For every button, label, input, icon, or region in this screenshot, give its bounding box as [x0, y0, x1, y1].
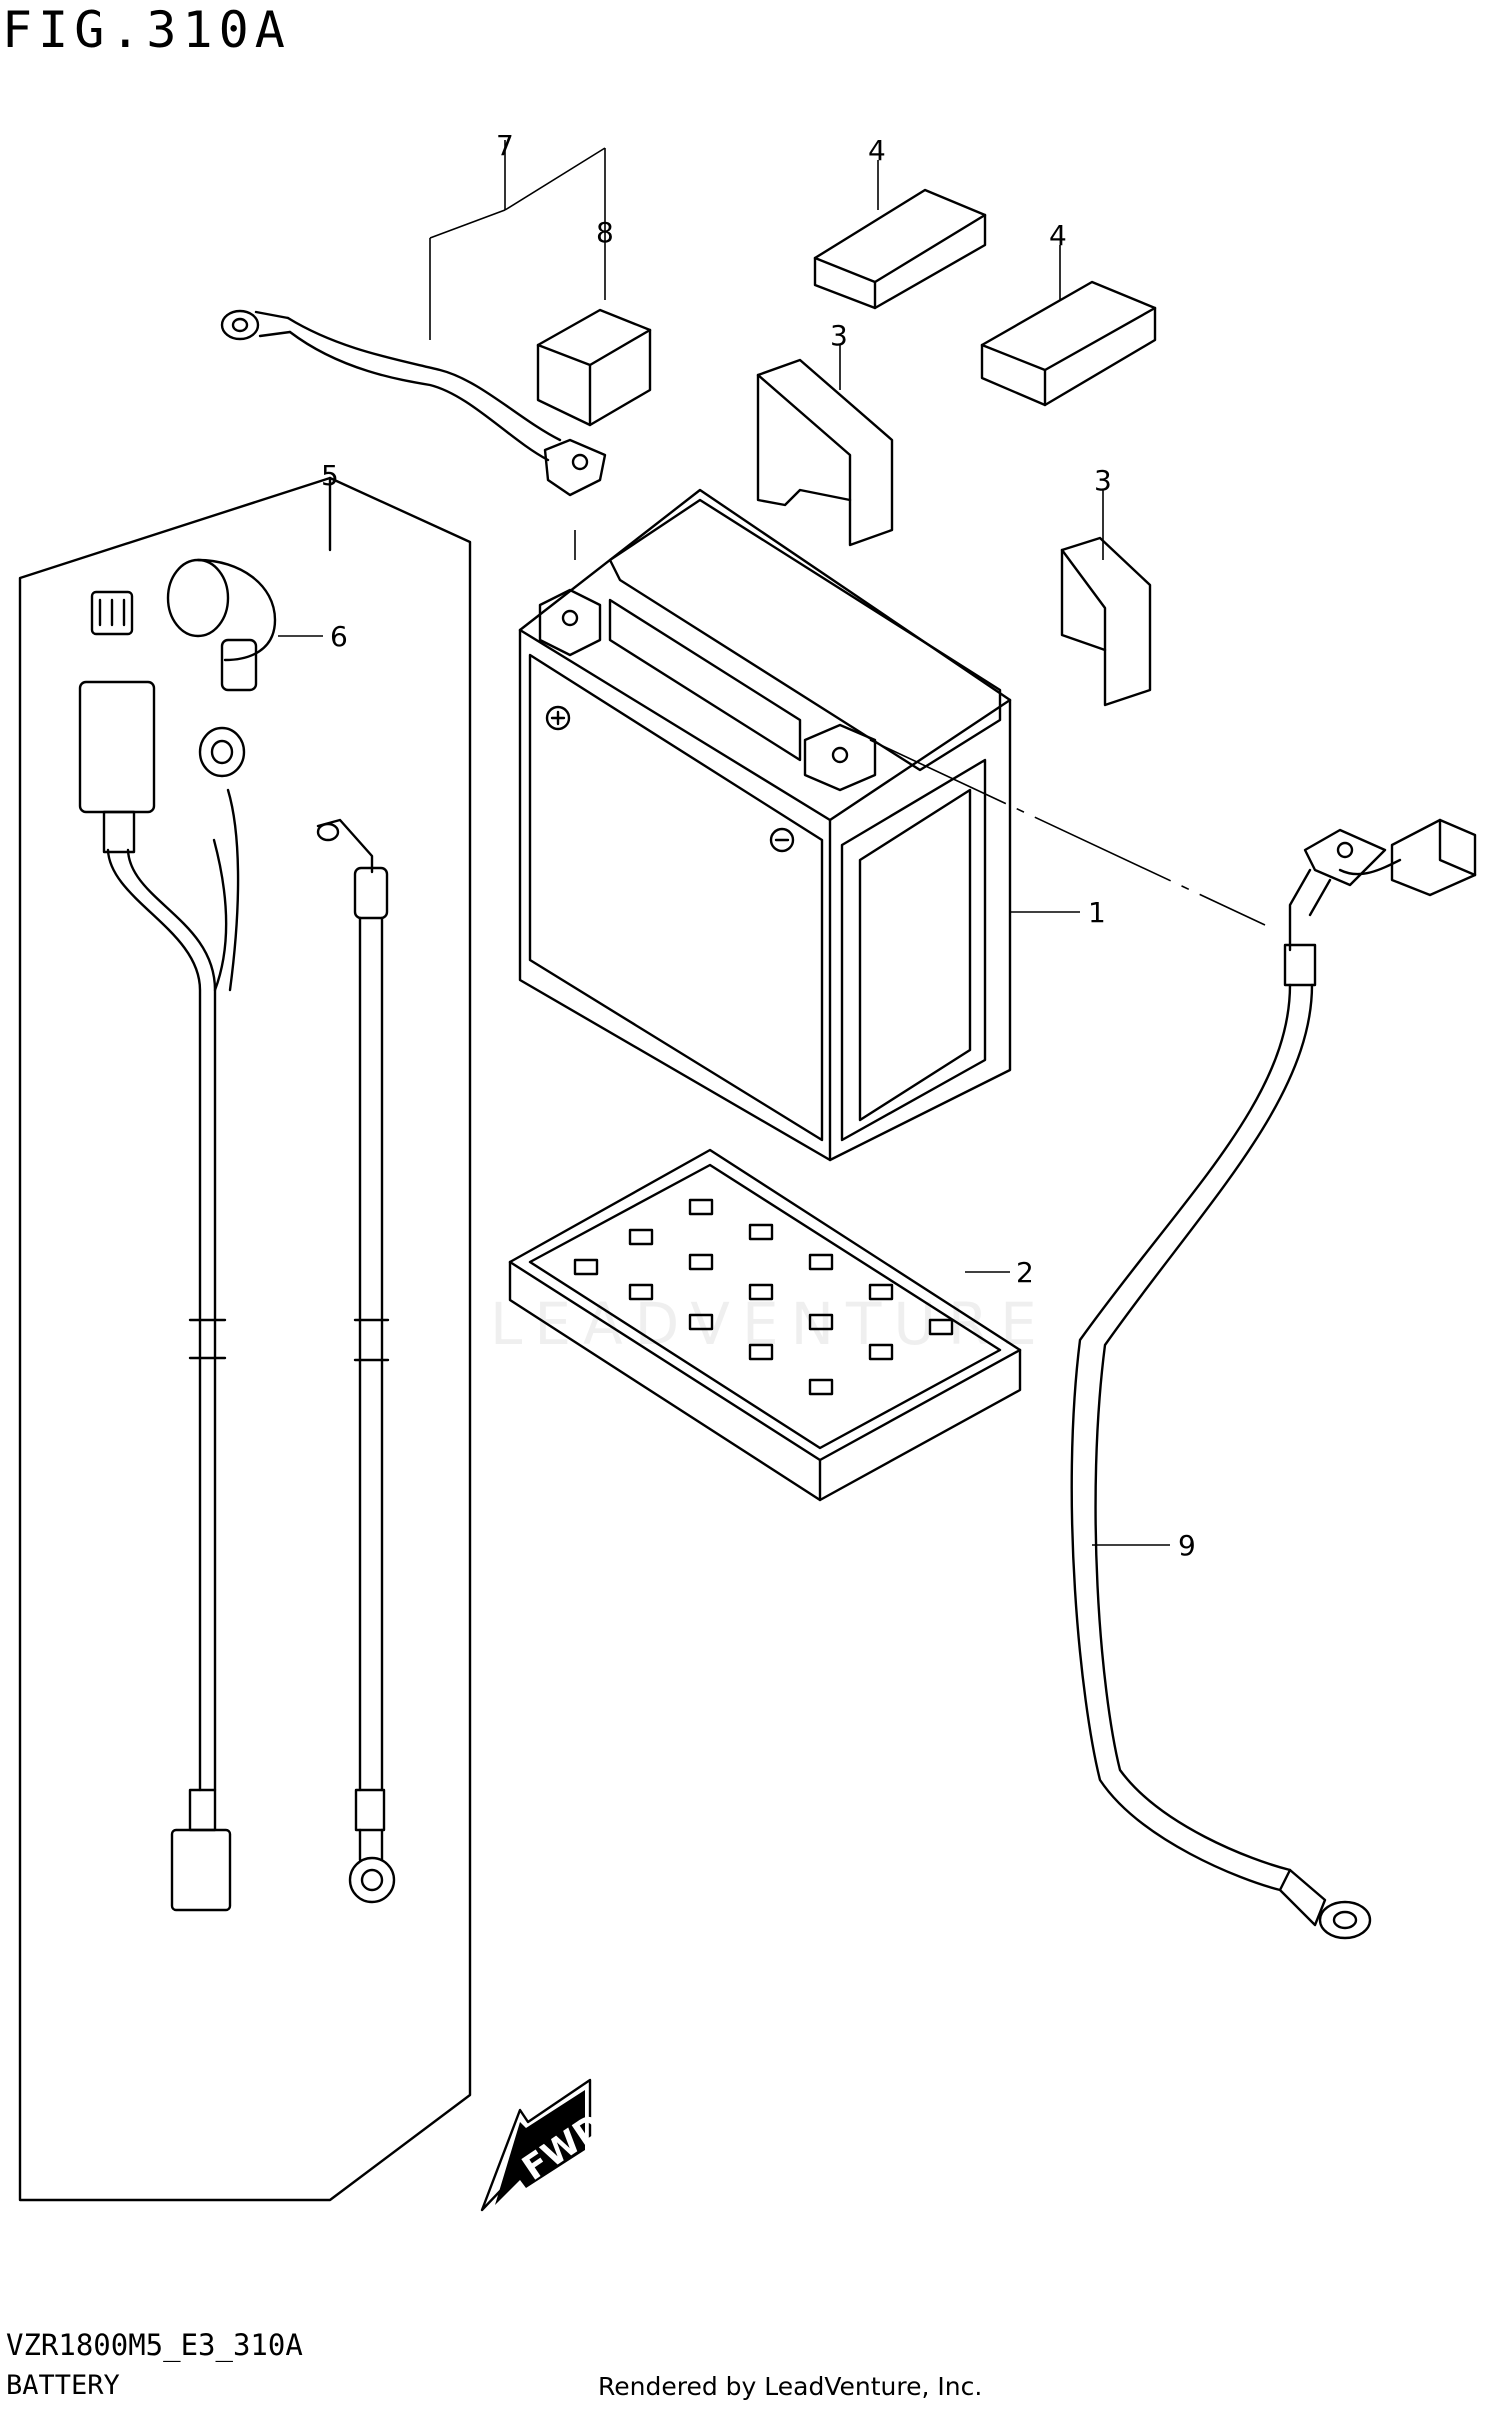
cable-icon	[316, 818, 396, 1904]
pad-icon	[813, 188, 987, 310]
callout-5: 5	[321, 459, 339, 492]
terminal-cap-icon	[536, 308, 652, 427]
figure-title: FIG.310A	[2, 1, 291, 59]
callout-1: 1	[1088, 896, 1106, 929]
callout-3: 3	[830, 319, 848, 352]
diagram-caption: BATTERY	[6, 2370, 120, 2401]
callout-8: 8	[596, 216, 614, 249]
callout-6: 6	[330, 620, 348, 653]
callout-9: 9	[1178, 1529, 1196, 1562]
harness-icon	[78, 590, 246, 1912]
callout-3: 3	[1094, 464, 1112, 497]
bracket-icon	[1060, 536, 1152, 707]
callout-4: 4	[868, 134, 886, 167]
leader-lines	[278, 140, 1266, 1546]
callout-2: 2	[1016, 1256, 1034, 1289]
callout-4: 4	[1049, 219, 1067, 252]
harness-kit-outline	[18, 476, 472, 2202]
model-code: VZR1800M5_E3_310A	[6, 2328, 303, 2362]
cable-icon	[220, 309, 607, 497]
callout-7: 7	[496, 129, 514, 162]
render-credit: Rendered by LeadVenture, Inc.	[598, 2372, 983, 2401]
terminal-cap-icon	[166, 558, 277, 692]
cable-icon	[1070, 818, 1477, 1940]
battery-tray-icon	[508, 1148, 1022, 1502]
fwd-arrow-icon	[480, 2078, 592, 2212]
battery-icon	[518, 488, 1012, 1162]
pad-icon	[980, 280, 1157, 407]
bracket-icon	[756, 358, 894, 547]
